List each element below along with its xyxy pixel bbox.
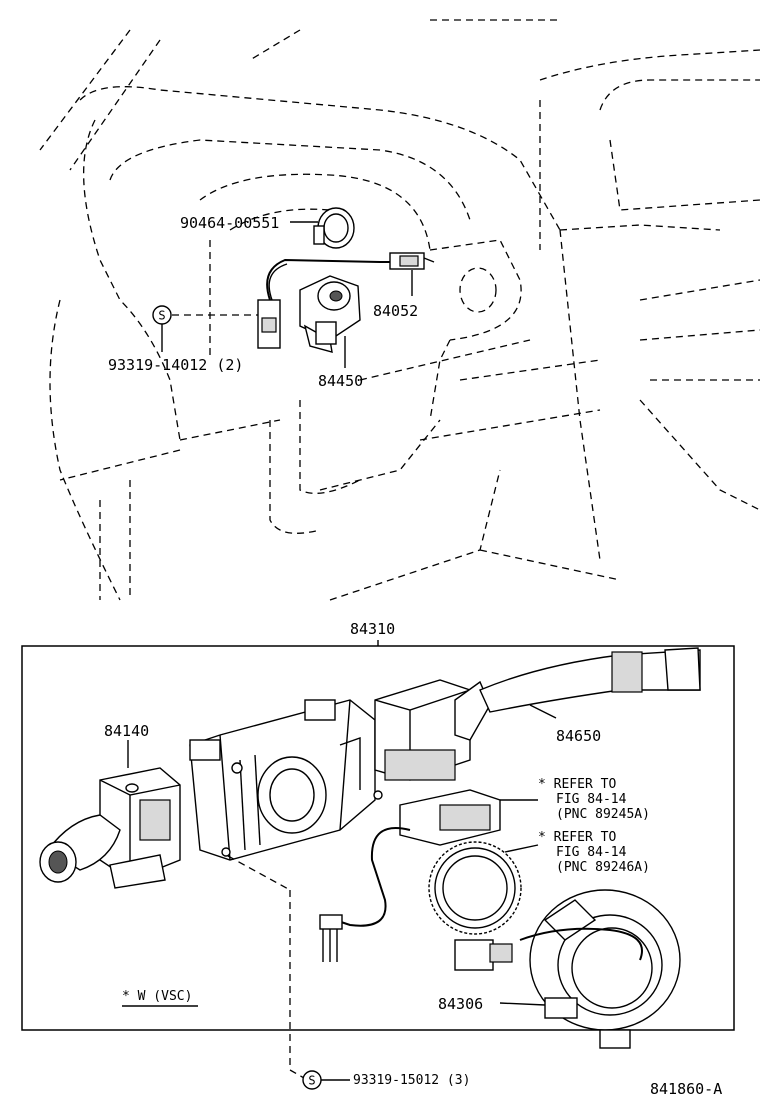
svg-text:* REFER TO: * REFER TO	[538, 830, 616, 845]
svg-text:(PNC 89245A): (PNC 89245A)	[556, 807, 650, 822]
label-90464-00551: 90464-00551	[180, 214, 279, 232]
svg-text:FIG 84-14: FIG 84-14	[556, 792, 627, 807]
svg-text:* REFER TO: * REFER TO	[538, 777, 616, 792]
legend-vsc: * W (VSC)	[122, 989, 192, 1004]
vsc-sensor-connector	[319, 789, 501, 962]
refer-note-2: * REFER TO FIG 84-14 (PNC 89246A)	[538, 830, 650, 875]
svg-text:(PNC 89246A): (PNC 89246A)	[556, 860, 650, 875]
lower-screw-leader	[227, 855, 350, 1081]
label-84052: 84052	[373, 302, 418, 320]
refer-note-1: * REFER TO FIG 84-14 (PNC 89245A)	[538, 777, 650, 822]
spiral-cable	[454, 889, 681, 1049]
label-84450: 84450	[318, 372, 363, 390]
svg-text:S: S	[158, 309, 165, 323]
label-93319-14012: 93319-14012 (2)	[108, 356, 243, 374]
clamp-ring	[313, 207, 355, 249]
wiper-switch	[374, 647, 701, 781]
ignition-harness	[257, 252, 435, 349]
vsc-sensor-ring	[428, 841, 522, 935]
light-control-switch	[39, 767, 181, 889]
leader-84650	[529, 704, 557, 719]
screw-symbol-upper: S	[152, 305, 172, 325]
figure-id: 841860-A	[650, 1080, 722, 1098]
label-84310: 84310	[350, 620, 395, 638]
screw-symbol-lower: S	[302, 1070, 322, 1090]
label-84306: 84306	[438, 995, 483, 1013]
dashboard-outline	[39, 19, 760, 601]
svg-text:S: S	[308, 1074, 315, 1088]
assembly-box	[21, 645, 735, 1031]
switch-bracket	[189, 699, 383, 861]
leader-84306	[499, 1002, 546, 1006]
ignition-switch-unit	[299, 275, 361, 353]
leader-refer2	[504, 844, 539, 853]
label-93319-15012: 93319-15012 (3)	[353, 1073, 470, 1088]
upper-leaders	[161, 221, 413, 368]
svg-text:FIG 84-14: FIG 84-14	[556, 845, 627, 860]
label-84650: 84650	[556, 727, 601, 745]
label-84140: 84140	[104, 722, 149, 740]
